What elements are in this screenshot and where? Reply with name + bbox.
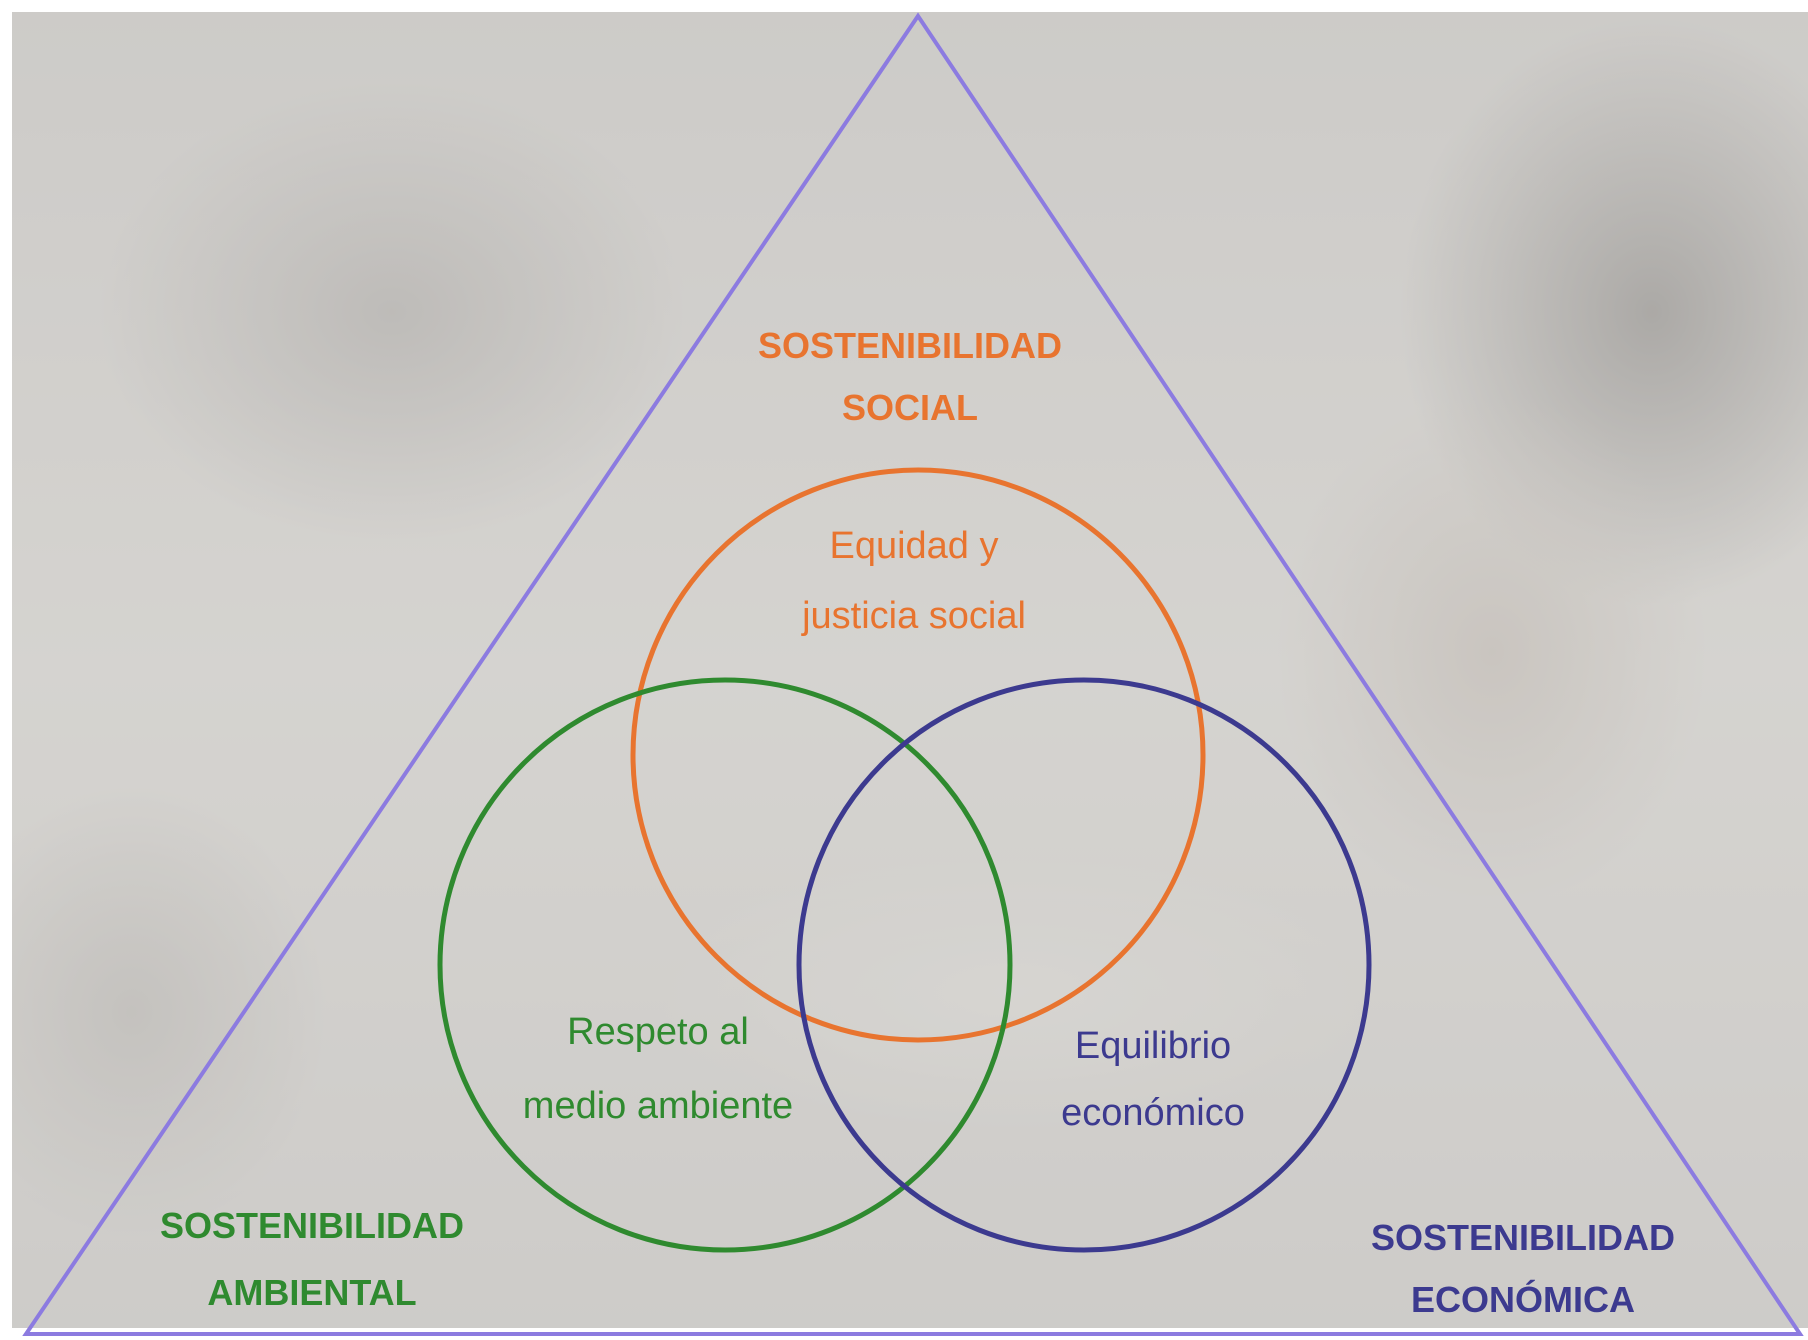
sustainability-triangle — [22, 12, 1804, 1336]
ambiental-title-line2: AMBIENTAL — [207, 1272, 416, 1313]
economica-title-line1: SOSTENIBILIDAD — [1371, 1217, 1675, 1258]
background-photo-overlay — [12, 12, 1808, 1328]
economica-circle-label-line2: económico — [1061, 1092, 1245, 1134]
social-circle — [630, 467, 1206, 1043]
social-circle-label-line2: justicia social — [801, 595, 1026, 637]
social-title-line1: SOSTENIBILIDAD — [758, 325, 1062, 366]
ambiental-circle — [437, 677, 1013, 1253]
economica-title-line2: ECONÓMICA — [1411, 1278, 1635, 1320]
ambiental-title-line1: SOSTENIBILIDAD — [160, 1205, 464, 1246]
ambiental-circle-label-line2: medio ambiente — [523, 1085, 793, 1127]
social-circle-label-line1: Equidad y — [829, 525, 998, 567]
economica-circle-label-line1: Equilibrio — [1075, 1025, 1231, 1067]
economica-circle — [796, 677, 1372, 1253]
social-title-line2: SOCIAL — [842, 387, 978, 428]
ambiental-circle-label-line1: Respeto al — [567, 1011, 749, 1053]
background-photo — [12, 12, 1808, 1328]
